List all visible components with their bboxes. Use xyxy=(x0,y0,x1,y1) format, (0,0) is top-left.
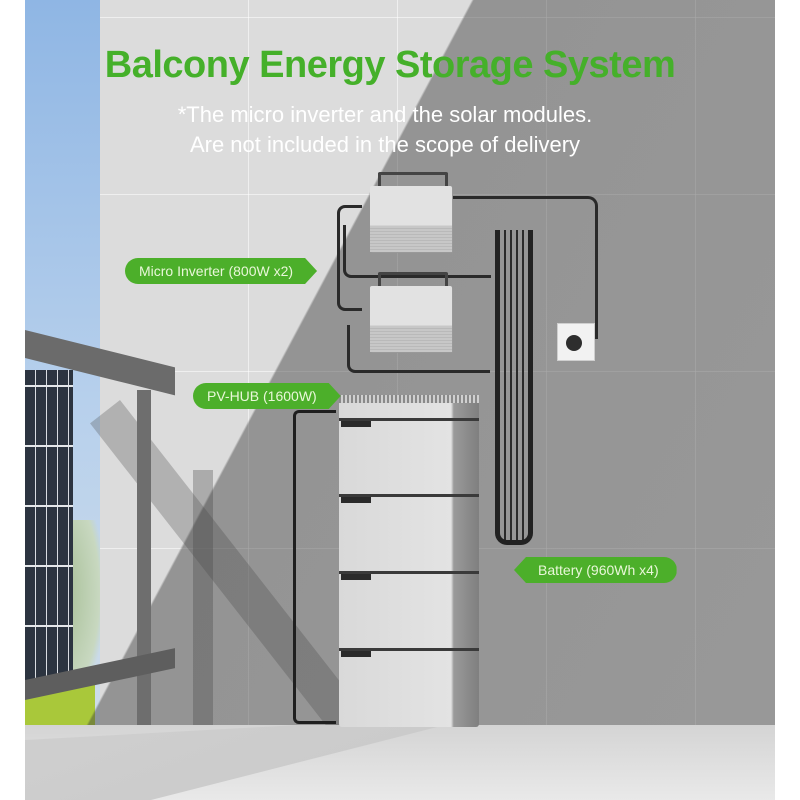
inverter-bracket xyxy=(378,172,448,189)
pv-cable xyxy=(343,225,491,278)
pv-hub-badge xyxy=(341,421,371,427)
product-scene xyxy=(25,0,775,800)
inverter-bracket xyxy=(378,272,448,289)
battery-badge xyxy=(341,574,371,580)
power-plug xyxy=(566,335,582,351)
pv-cable xyxy=(347,325,490,373)
pv-cable xyxy=(337,205,362,311)
battery-label: Battery (960Wh x4) xyxy=(514,557,677,583)
railing-shadow xyxy=(193,470,213,725)
micro-inverter-1 xyxy=(370,186,452,252)
cable-bundle xyxy=(495,230,533,545)
pv-hub-seam xyxy=(339,418,479,421)
page-title: Balcony Energy Storage System xyxy=(104,44,676,86)
pv-hub-vent xyxy=(339,395,479,403)
disclaimer-line-1: *The micro inverter and the solar module… xyxy=(177,102,593,127)
delivery-disclaimer: *The micro inverter and the solar module… xyxy=(80,100,690,160)
solar-panel-grid xyxy=(25,370,73,685)
battery-badge xyxy=(341,651,371,657)
battery-stack xyxy=(339,395,479,727)
pv-hub-label: PV-HUB (1600W) xyxy=(193,383,341,409)
hub-cable xyxy=(293,410,336,724)
battery-seam xyxy=(339,494,479,497)
ac-cable xyxy=(445,196,598,339)
battery-seam xyxy=(339,571,479,574)
disclaimer-line-2: Are not included in the scope of deliver… xyxy=(189,132,581,157)
battery-seam xyxy=(339,648,479,651)
micro-inverter-label: Micro Inverter (800W x2) xyxy=(125,258,317,284)
balcony-railing-post xyxy=(137,390,151,725)
battery-badge xyxy=(341,497,371,503)
micro-inverter-2 xyxy=(370,286,452,352)
